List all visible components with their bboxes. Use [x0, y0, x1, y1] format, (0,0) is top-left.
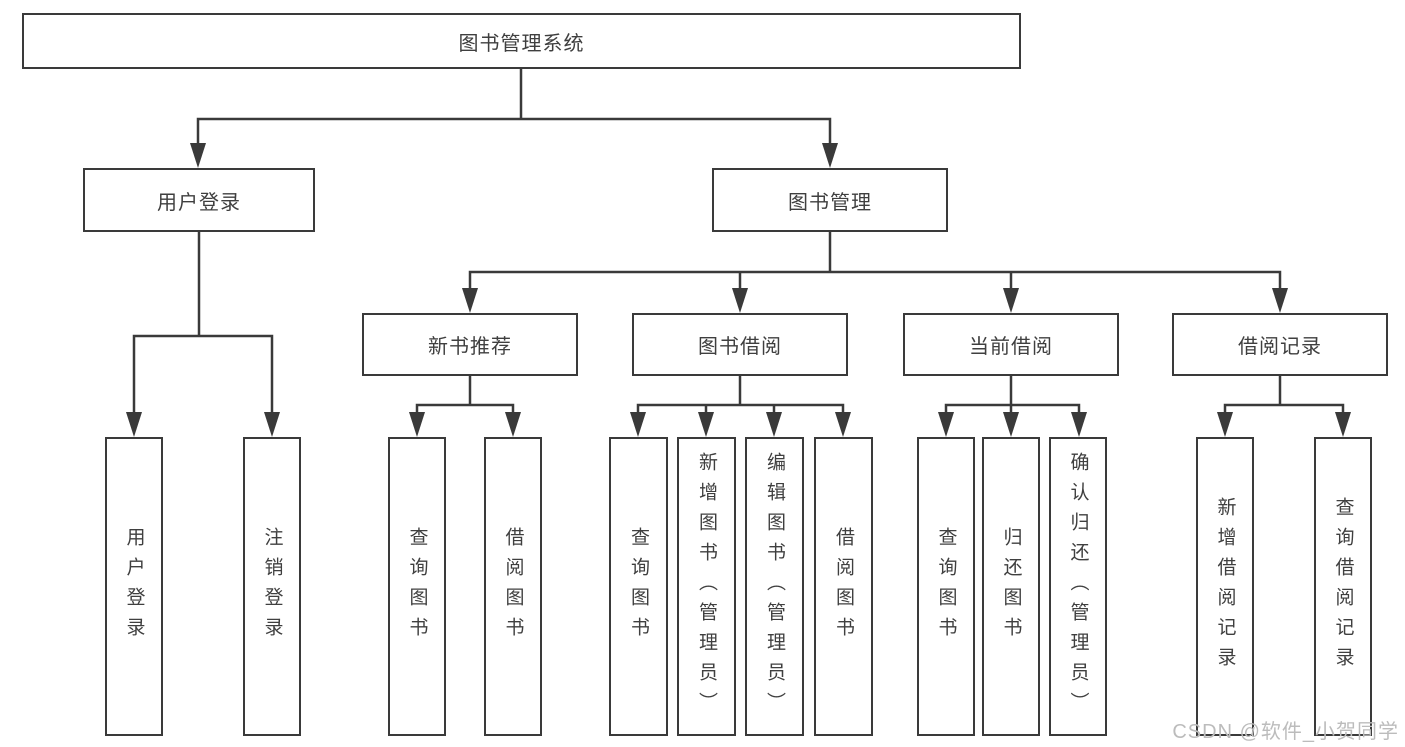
- arrow-icon: [1217, 412, 1233, 437]
- arrow-icon: [126, 412, 142, 437]
- arrow-icon: [938, 412, 954, 437]
- arrow-icon: [409, 412, 425, 437]
- node-current-borrow: 当前借阅: [903, 313, 1119, 376]
- leaf-confirm-return-admin: 确认归还（管理员）: [1049, 437, 1107, 736]
- node-user-login-label: 用户登录: [157, 191, 241, 214]
- leaf-edit-book-admin: 编辑图书（管理员）: [745, 437, 804, 736]
- arrow-icon: [190, 143, 206, 168]
- arrow-icon: [1272, 288, 1288, 313]
- node-root: 图书管理系统: [22, 13, 1021, 69]
- arrowheads: [126, 143, 1351, 437]
- leaf-add-book-admin-label: 新增图书（管理员）: [696, 451, 717, 722]
- leaf-logout-label: 注销登录: [261, 526, 283, 647]
- node-book-borrow: 图书借阅: [632, 313, 848, 376]
- leaf-query-borrow-record-label: 查询借阅记录: [1332, 496, 1354, 677]
- leaf-query-books-borrow-label: 查询图书: [628, 526, 649, 647]
- leaf-borrow-books-label: 借阅图书: [833, 526, 854, 647]
- leaf-return-book-label: 归还图书: [1000, 526, 1022, 647]
- leaf-borrow-books-recommend: 借阅图书: [484, 437, 542, 736]
- leaf-confirm-return-admin-label: 确认归还（管理员）: [1067, 451, 1089, 722]
- arrow-icon: [462, 288, 478, 313]
- node-borrow-records: 借阅记录: [1172, 313, 1388, 376]
- leaf-borrow-books-recommend-label: 借阅图书: [502, 526, 524, 647]
- leaf-return-book: 归还图书: [982, 437, 1040, 736]
- arrow-icon: [630, 412, 646, 437]
- leaf-edit-book-admin-label: 编辑图书（管理员）: [764, 451, 785, 722]
- arrow-icon: [1071, 412, 1087, 437]
- leaf-borrow-books: 借阅图书: [814, 437, 873, 736]
- leaf-add-book-admin: 新增图书（管理员）: [677, 437, 736, 736]
- leaf-query-books-borrow: 查询图书: [609, 437, 668, 736]
- arrow-icon: [264, 412, 280, 437]
- arrow-icon: [1003, 412, 1019, 437]
- node-user-login: 用户登录: [83, 168, 315, 232]
- leaf-query-borrow-record: 查询借阅记录: [1314, 437, 1372, 736]
- arrow-icon: [732, 288, 748, 313]
- arrow-icon: [1003, 288, 1019, 313]
- arrow-icon: [1335, 412, 1351, 437]
- arrow-icon: [822, 143, 838, 168]
- node-new-book-recommend: 新书推荐: [362, 313, 578, 376]
- node-root-label: 图书管理系统: [458, 32, 585, 55]
- leaf-user-login: 用户登录: [105, 437, 163, 736]
- node-book-management-label: 图书管理: [788, 191, 872, 214]
- node-book-management: 图书管理: [712, 168, 948, 232]
- leaf-query-books-current: 查询图书: [917, 437, 975, 736]
- leaf-add-borrow-record: 新增借阅记录: [1196, 437, 1254, 736]
- arrow-icon: [698, 412, 714, 437]
- leaf-add-borrow-record-label: 新增借阅记录: [1214, 496, 1236, 677]
- arrow-icon: [766, 412, 782, 437]
- arrow-icon: [835, 412, 851, 437]
- node-borrow-records-label: 借阅记录: [1238, 336, 1322, 358]
- leaf-query-books-current-label: 查询图书: [935, 526, 957, 647]
- node-new-book-recommend-label: 新书推荐: [428, 336, 512, 358]
- node-book-borrow-label: 图书借阅: [698, 336, 782, 358]
- arrow-icon: [505, 412, 521, 437]
- leaf-user-login-label: 用户登录: [123, 526, 145, 647]
- leaf-query-books-recommend-label: 查询图书: [406, 526, 428, 647]
- leaf-logout: 注销登录: [243, 437, 301, 736]
- leaf-query-books-recommend: 查询图书: [388, 437, 446, 736]
- csdn-watermark: CSDN @软件_小贺同学: [1172, 721, 1399, 743]
- node-current-borrow-label: 当前借阅: [969, 336, 1053, 358]
